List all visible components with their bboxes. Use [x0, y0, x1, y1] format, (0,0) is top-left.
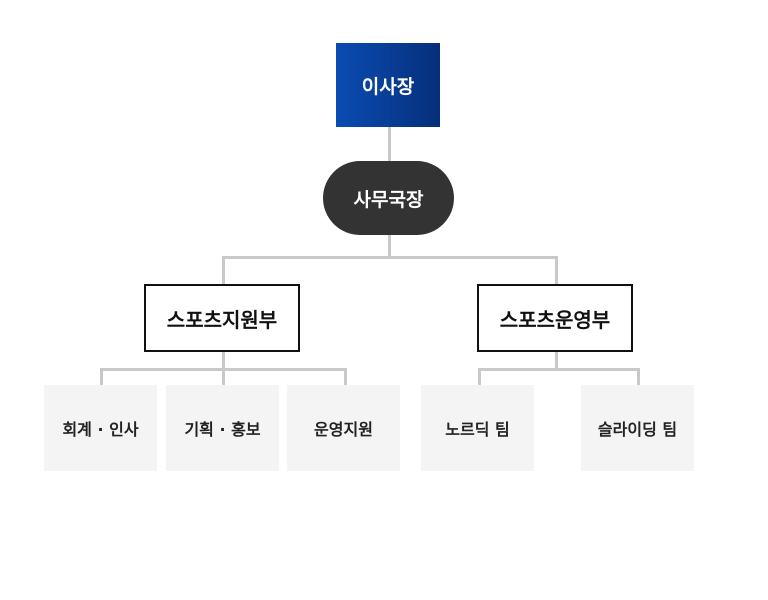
- team-nordic: 노르딕 팀: [421, 385, 534, 471]
- division-label: 스포츠운영부: [499, 307, 611, 332]
- team-label: 운영지원: [314, 420, 373, 439]
- chairman-node: 이사장: [336, 43, 440, 127]
- sports-operations-division-node: 스포츠운영부: [477, 284, 633, 352]
- connector-divisions-horizontal: [222, 256, 558, 259]
- connector-to-team-planning: [222, 368, 225, 385]
- team-operations-support: 운영지원: [287, 385, 400, 471]
- team-label: 슬라이딩 팀: [597, 420, 678, 439]
- team-label: 기획 · 홍보: [184, 420, 261, 439]
- secretary-general-node: 사무국장: [323, 161, 454, 235]
- team-label: 노르딕 팀: [445, 420, 510, 439]
- chairman-label: 이사장: [361, 75, 415, 98]
- connector-to-ops-division: [555, 256, 558, 284]
- connector-to-team-accounting: [100, 368, 103, 385]
- team-sliding: 슬라이딩 팀: [581, 385, 694, 471]
- connector-ops-down: [555, 352, 558, 370]
- connector-to-support-division: [222, 256, 225, 284]
- connector-ops-teams-horizontal: [478, 368, 640, 371]
- team-accounting-hr: 회계 · 인사: [44, 385, 157, 471]
- secretary-general-label: 사무국장: [353, 188, 424, 211]
- connector-to-team-operations: [344, 368, 347, 385]
- connector-support-down: [222, 352, 225, 370]
- sports-support-division-node: 스포츠지원부: [144, 284, 300, 352]
- connector-to-team-nordic: [478, 368, 481, 385]
- connector-to-team-sliding: [637, 368, 640, 385]
- connector-secretary-down: [388, 235, 391, 257]
- team-label: 회계 · 인사: [62, 420, 139, 439]
- connector-chairman-secretary: [388, 127, 391, 161]
- division-label: 스포츠지원부: [166, 307, 278, 332]
- team-planning-pr: 기획 · 홍보: [166, 385, 279, 471]
